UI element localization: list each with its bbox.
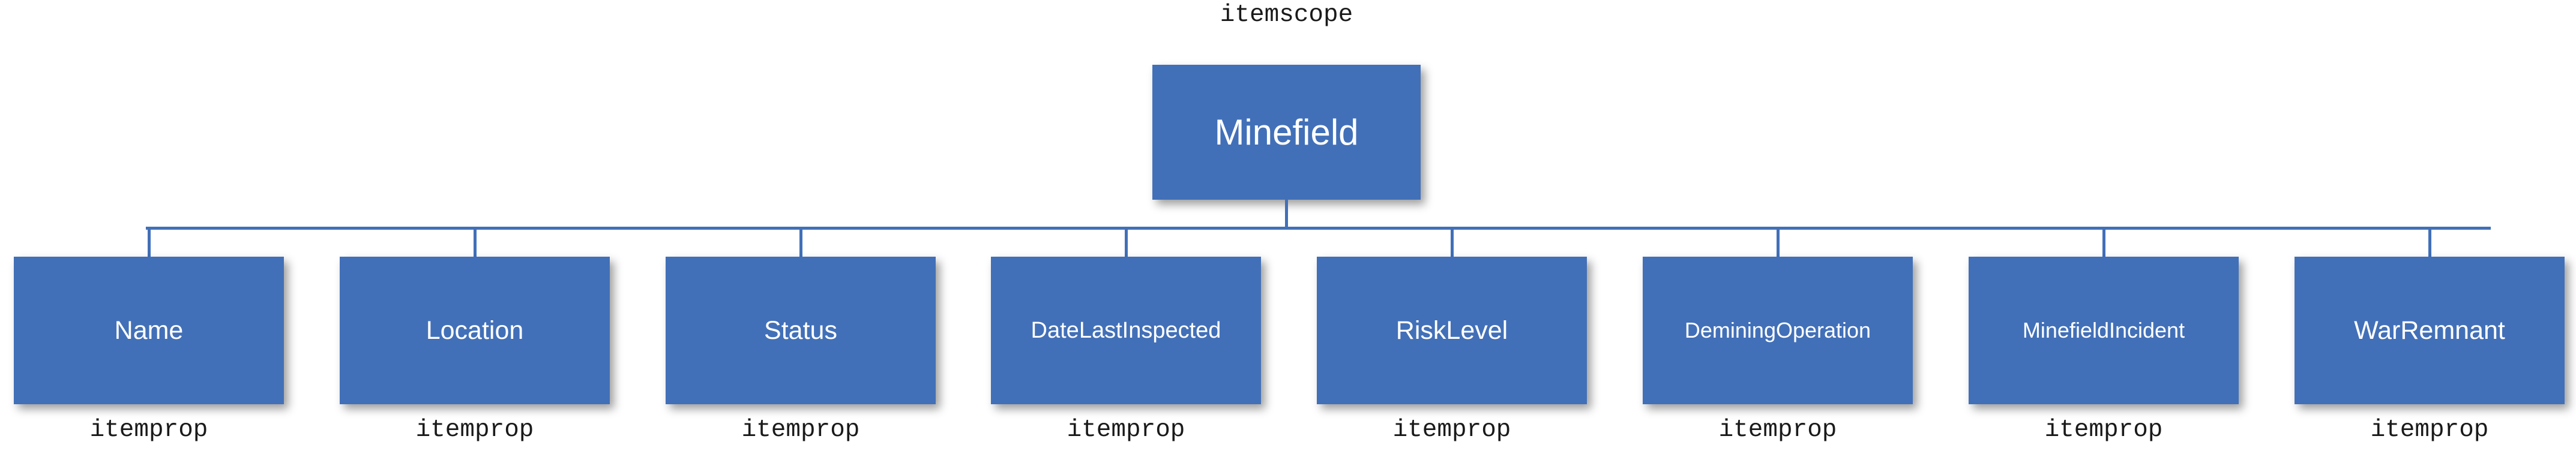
- node-property-label: RiskLevel: [1395, 315, 1508, 345]
- node-property-4[interactable]: RiskLevel: [1317, 257, 1587, 404]
- node-property-0[interactable]: Name: [14, 257, 284, 404]
- itemprop-caption-6: itemprop: [2044, 416, 2163, 444]
- connector-drop-7: [2428, 227, 2431, 257]
- connector-drop-0: [148, 227, 151, 257]
- node-root-label: Minefield: [1214, 112, 1359, 152]
- itemprop-caption-4: itemprop: [1392, 416, 1511, 444]
- connector-horizontal-bus: [146, 227, 2491, 230]
- connector-drop-1: [474, 227, 477, 257]
- root-itemscope-caption: itemscope: [1220, 1, 1353, 29]
- node-property-label: Name: [114, 315, 184, 345]
- node-property-5[interactable]: DeminingOperation: [1643, 257, 1913, 404]
- node-property-label: Location: [426, 315, 524, 345]
- connector-drop-6: [2102, 227, 2105, 257]
- node-property-7[interactable]: WarRemnant: [2295, 257, 2565, 404]
- node-root-minefield[interactable]: Minefield: [1152, 65, 1421, 200]
- itemprop-caption-2: itemprop: [741, 416, 860, 444]
- itemprop-caption-1: itemprop: [415, 416, 534, 444]
- itemprop-caption-7: itemprop: [2370, 416, 2489, 444]
- connector-drop-5: [1777, 227, 1780, 257]
- node-property-label: DeminingOperation: [1684, 318, 1871, 342]
- node-property-1[interactable]: Location: [340, 257, 610, 404]
- connector-root-stem: [1285, 200, 1288, 229]
- connector-drop-4: [1451, 227, 1454, 257]
- itemprop-caption-5: itemprop: [1718, 416, 1837, 444]
- node-property-label: WarRemnant: [2354, 315, 2505, 345]
- node-property-label: DateLastInspected: [1031, 317, 1221, 343]
- itemprop-caption-3: itemprop: [1067, 416, 1185, 444]
- node-property-label: Status: [764, 315, 837, 345]
- node-property-2[interactable]: Status: [666, 257, 936, 404]
- node-property-6[interactable]: MinefieldIncident: [1969, 257, 2239, 404]
- itemprop-caption-0: itemprop: [89, 416, 208, 444]
- node-property-3[interactable]: DateLastInspected: [991, 257, 1261, 404]
- node-property-label: MinefieldIncident: [2022, 318, 2185, 342]
- connector-drop-3: [1125, 227, 1128, 257]
- connector-drop-2: [799, 227, 802, 257]
